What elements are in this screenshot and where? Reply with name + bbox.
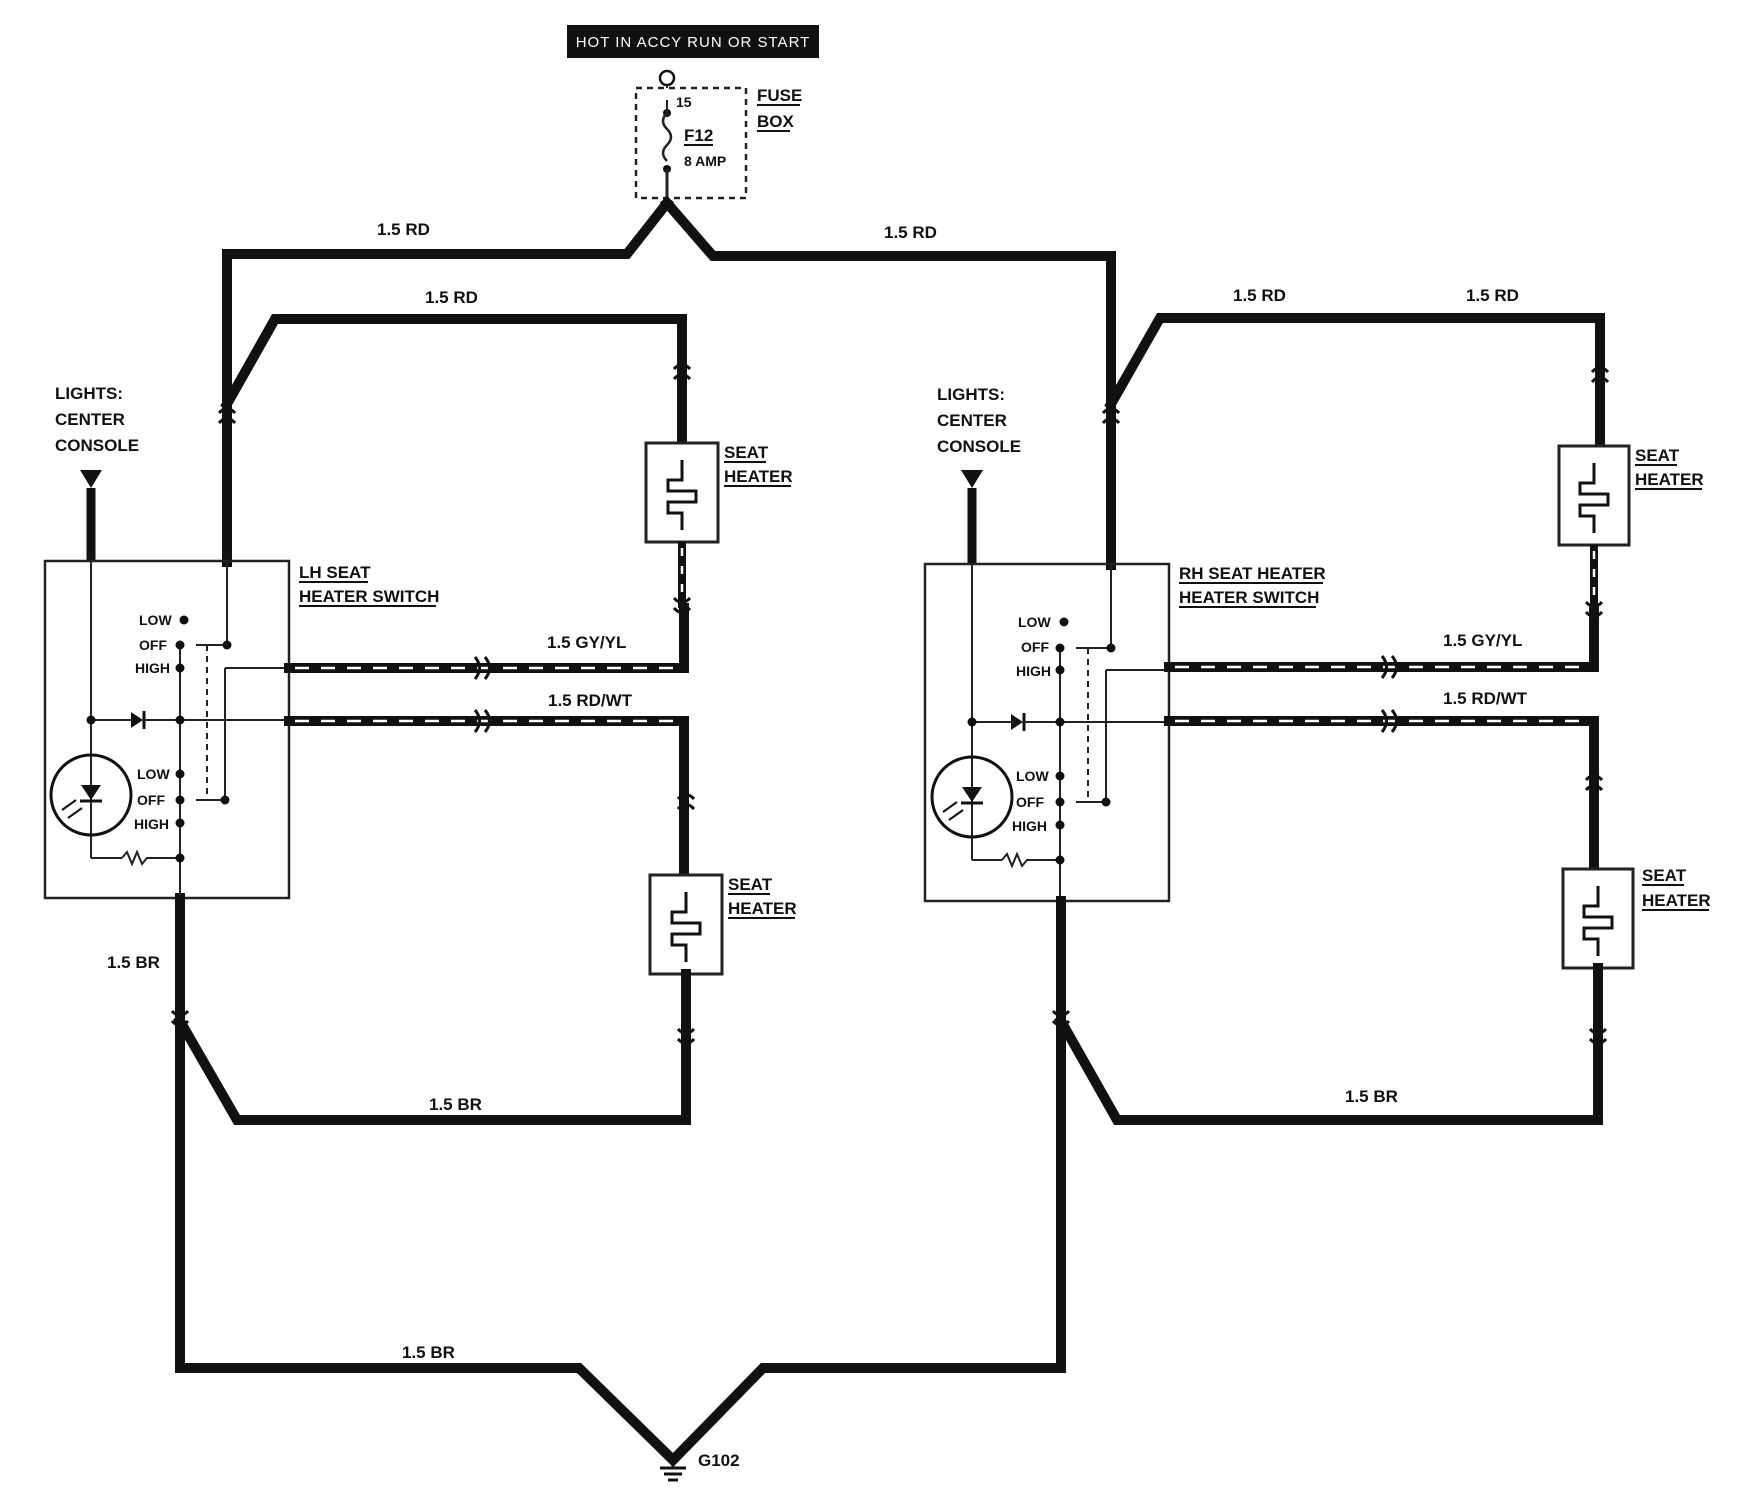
lh-upper-heater-label-2: HEATER xyxy=(724,467,793,486)
lh-lower-off: OFF xyxy=(137,792,165,808)
wire-label-gy-yl-left: 1.5 GY/YL xyxy=(547,633,626,652)
rh-side: LOW OFF HIGH LOW OFF HIGH LIGHTS: CENTER… xyxy=(923,366,1711,1125)
wire-label-rd-right-a: 1.5 RD xyxy=(1233,286,1286,305)
wire-label-rd-wt-left: 1.5 RD/WT xyxy=(548,691,633,710)
rh-upper-high: HIGH xyxy=(1016,663,1051,679)
power-source-header: HOT IN ACCY RUN OR START xyxy=(567,25,819,58)
wire-label-gy-yl-right: 1.5 GY/YL xyxy=(1443,631,1522,650)
lh-lights-label-2: CENTER xyxy=(55,410,125,429)
wire-label-rd-left-heater: 1.5 RD xyxy=(425,288,478,307)
header-label: HOT IN ACCY RUN OR START xyxy=(576,34,811,51)
lh-upper-off: OFF xyxy=(139,637,167,653)
wire-label-br-left-bottom: 1.5 BR xyxy=(429,1095,482,1114)
wire-label-br-ground: 1.5 BR xyxy=(402,1343,455,1362)
lh-upper-seat-heater: SEAT HEATER xyxy=(644,363,793,614)
rh-upper-off: OFF xyxy=(1021,639,1049,655)
rh-switch-label-1: RH SEAT HEATER xyxy=(1179,564,1326,583)
lh-upper-heater-label-1: SEAT xyxy=(724,443,769,462)
lh-side: LOW OFF HIGH LOW OFF HIGH LIGHTS: CENTER… xyxy=(43,363,797,1125)
fuse-rating: 8 AMP xyxy=(684,153,726,169)
ground-symbol-icon xyxy=(660,1460,686,1482)
lh-switch-box xyxy=(43,559,291,900)
lh-lower-heater-label-2: HEATER xyxy=(728,899,797,918)
rh-switch-box xyxy=(923,562,1171,903)
rh-indicator-lamp-icon xyxy=(930,755,1014,839)
rh-upper-low: LOW xyxy=(1018,614,1051,630)
wire-label-rd-top-right: 1.5 RD xyxy=(884,223,937,242)
fuse-box: 15 F12 8 AMP FUSE BOX xyxy=(634,69,802,202)
wire-label-br-right-bottom: 1.5 BR xyxy=(1345,1087,1398,1106)
rh-lights-label-2: CENTER xyxy=(937,411,1007,430)
fuse-box-label-1: FUSE xyxy=(757,86,802,105)
lh-lights-label-1: LIGHTS: xyxy=(55,384,123,403)
lh-lower-seat-heater: SEAT HEATER xyxy=(648,793,797,1045)
lh-upper-high: HIGH xyxy=(135,660,170,676)
rh-lower-low: LOW xyxy=(1016,768,1049,784)
rh-switch-label-2: HEATER SWITCH xyxy=(1179,588,1319,607)
rh-upper-heater-label-2: HEATER xyxy=(1635,470,1704,489)
lh-upper-low: LOW xyxy=(139,612,172,628)
wire-label-br-left-vertical: 1.5 BR xyxy=(107,953,160,972)
ground-label: G102 xyxy=(698,1451,740,1470)
lh-indicator-lamp-icon xyxy=(49,753,133,837)
lh-lights-label-3: CONSOLE xyxy=(55,436,139,455)
fuse-box-label-2: BOX xyxy=(757,112,795,131)
lh-lower-heater-label-1: SEAT xyxy=(728,875,773,894)
wire-label-rd-wt-right: 1.5 RD/WT xyxy=(1443,689,1528,708)
lh-lower-high: HIGH xyxy=(134,816,169,832)
lh-lower-low: LOW xyxy=(137,766,170,782)
rh-upper-seat-heater: SEAT HEATER xyxy=(1557,366,1704,618)
lh-switch-label-2: HEATER SWITCH xyxy=(299,587,439,606)
rh-lower-off: OFF xyxy=(1016,794,1044,810)
rh-upper-heater-label-1: SEAT xyxy=(1635,446,1680,465)
fuse-id: F12 xyxy=(684,126,713,145)
rh-lights-label-3: CONSOLE xyxy=(937,437,1021,456)
rh-lights-label-1: LIGHTS: xyxy=(937,385,1005,404)
rh-lower-high: HIGH xyxy=(1012,818,1047,834)
fuse-terminal: 15 xyxy=(676,94,692,110)
power-wires xyxy=(220,195,1605,570)
wire-label-rd-top-left: 1.5 RD xyxy=(377,220,430,239)
ground-path: G102 xyxy=(175,893,1066,1482)
rh-lower-heater-label-2: HEATER xyxy=(1642,891,1711,910)
lh-switch-label-1: LH SEAT xyxy=(299,563,371,582)
wire-label-rd-right-b: 1.5 RD xyxy=(1466,286,1519,305)
wire-labels: 1.5 RD 1.5 RD 1.5 RD 1.5 RD 1.5 RD 1.5 G… xyxy=(107,220,1528,1362)
rh-lower-heater-label-1: SEAT xyxy=(1642,866,1687,885)
rh-lower-seat-heater: SEAT HEATER xyxy=(1561,774,1711,1045)
